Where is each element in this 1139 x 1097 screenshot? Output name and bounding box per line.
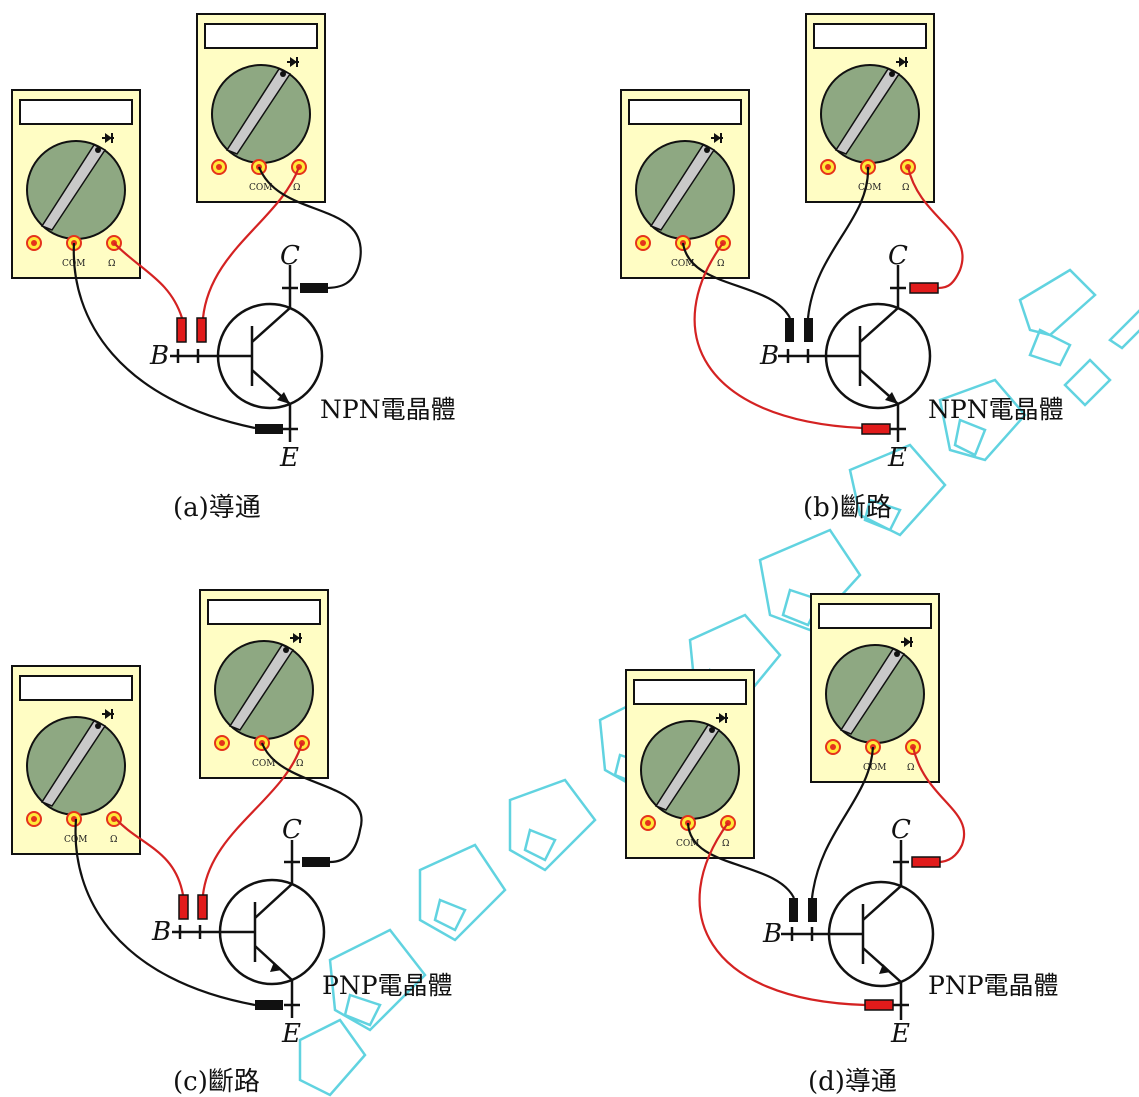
jack-label-ohm: Ω bbox=[108, 259, 115, 269]
panel-a: COM Ω COM Ω B C E NPN電晶體 (a)導通 bbox=[11, 13, 456, 523]
probe-black bbox=[808, 898, 817, 922]
multimeter-right bbox=[805, 13, 935, 203]
jack-label-com: COM bbox=[676, 839, 699, 849]
jack-label-com: COM bbox=[863, 763, 886, 773]
jack-label-com: COM bbox=[858, 183, 881, 193]
probe-red bbox=[178, 894, 189, 920]
jack-label-ohm: Ω bbox=[902, 183, 909, 193]
probe-red bbox=[864, 999, 894, 1011]
collector-label: C bbox=[280, 241, 300, 271]
emitter-label: E bbox=[279, 443, 299, 473]
probe-red bbox=[196, 317, 207, 343]
probe-red bbox=[861, 423, 891, 435]
transistor-type-label: NPN電晶體 bbox=[928, 395, 1064, 424]
jack-label-ohm: Ω bbox=[296, 759, 303, 769]
collector-label: C bbox=[888, 241, 908, 271]
probe-red bbox=[911, 856, 941, 868]
jack-label-com: COM bbox=[671, 259, 694, 269]
probe-black bbox=[789, 898, 798, 922]
panel-caption: (d)導通 bbox=[808, 1067, 897, 1097]
emitter-label: E bbox=[890, 1019, 910, 1049]
multimeter-right bbox=[199, 589, 329, 779]
base-label: B bbox=[762, 919, 782, 949]
emitter-label: E bbox=[887, 443, 907, 473]
collector-label: C bbox=[891, 815, 911, 845]
jack-label-com: COM bbox=[249, 183, 272, 193]
probe-black bbox=[300, 283, 328, 293]
probe-red bbox=[909, 282, 939, 294]
emitter-label: E bbox=[281, 1019, 301, 1049]
collector-label: C bbox=[282, 815, 302, 845]
transistor-type-label: NPN電晶體 bbox=[320, 395, 456, 424]
multimeter-right bbox=[196, 13, 326, 203]
panel-caption: (c)斷路 bbox=[173, 1067, 260, 1097]
panel-d: COM Ω COM Ω B C E PNP電晶體 (d)導通 bbox=[625, 593, 1059, 1097]
base-label: B bbox=[151, 917, 171, 947]
jack-label-com: COM bbox=[252, 759, 275, 769]
jack-label-ohm: Ω bbox=[722, 839, 729, 849]
base-label: B bbox=[759, 341, 779, 371]
base-label: B bbox=[149, 341, 169, 371]
jack-label-ohm: Ω bbox=[907, 763, 914, 773]
panel-caption: (b)斷路 bbox=[803, 493, 892, 523]
probe-red bbox=[197, 894, 208, 920]
jack-label-ohm: Ω bbox=[293, 183, 300, 193]
transistor-type-label: PNP電晶體 bbox=[928, 971, 1059, 1000]
probe-black bbox=[302, 857, 330, 867]
panel-b: COM Ω COM Ω B C E NPN電晶體 (b)斷路 bbox=[620, 13, 1064, 523]
probe-black bbox=[785, 318, 794, 342]
probe-black bbox=[804, 318, 813, 342]
panel-c: COM Ω COM Ω B C E PNP電晶體 (c)斷路 bbox=[11, 589, 453, 1097]
transistor-type-label: PNP電晶體 bbox=[322, 971, 453, 1000]
probe-black bbox=[255, 424, 283, 434]
multimeter-right bbox=[810, 593, 940, 783]
panel-caption: (a)導通 bbox=[173, 493, 261, 523]
jack-label-ohm: Ω bbox=[110, 835, 117, 845]
probe-red bbox=[176, 317, 187, 343]
jack-label-ohm: Ω bbox=[717, 259, 724, 269]
probe-black bbox=[255, 1000, 283, 1010]
